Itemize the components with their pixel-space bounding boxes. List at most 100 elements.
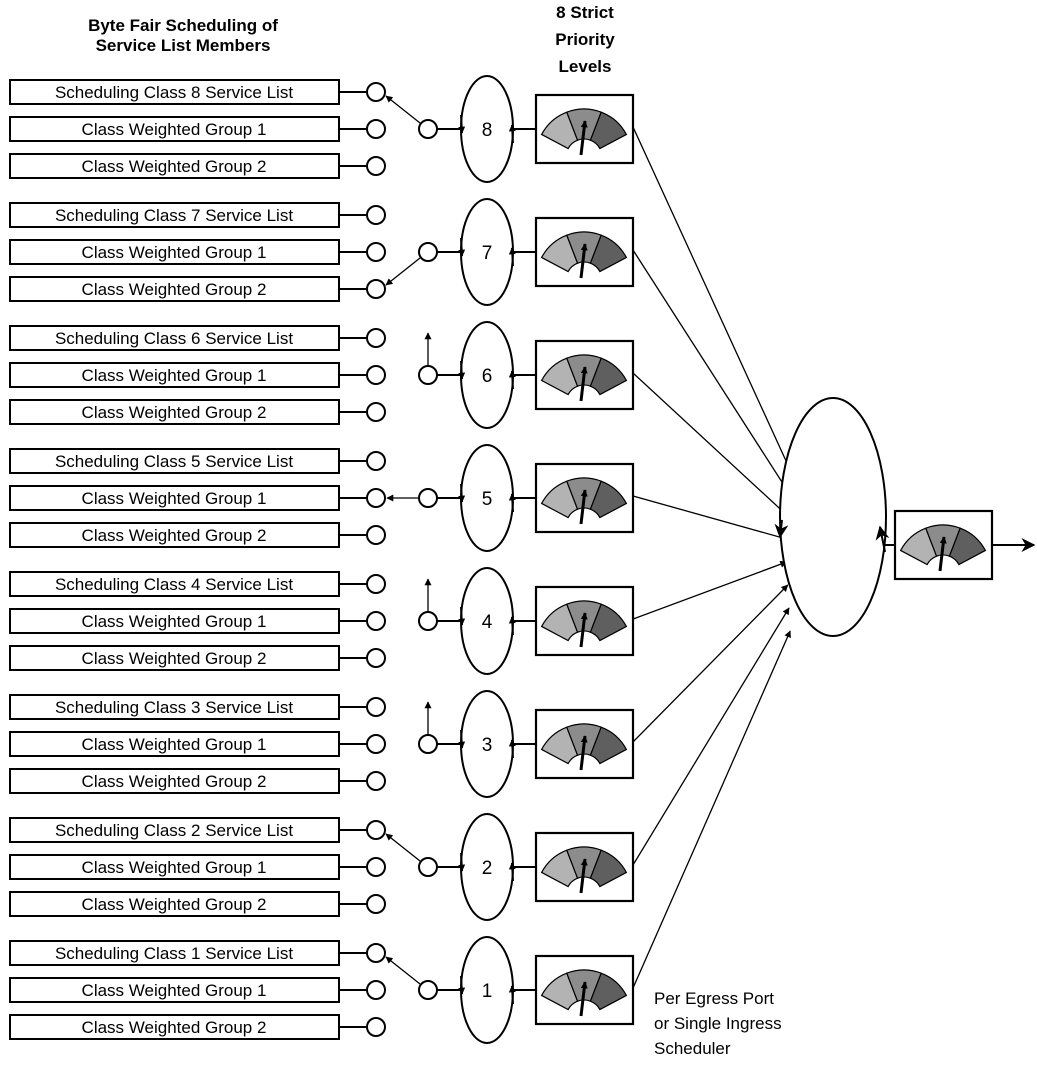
level-5-weighted-group-1-label: Class Weighted Group 1: [82, 489, 267, 508]
level-2-service-list-label: Scheduling Class 2 Service List: [55, 821, 293, 840]
level-2-weighted-group-1-box: [9, 854, 340, 880]
footnote: Per Egress Port or Single Ingress Schedu…: [654, 989, 782, 1058]
level-4-number: 4: [482, 612, 493, 633]
level-8-wheel-arrow-left: [458, 114, 466, 134]
port-wheel-arrow-right: [875, 525, 890, 553]
level-7-wheel-arrow-left: [458, 237, 466, 257]
level-4-weighted-group-2-box: [9, 645, 340, 671]
level-2-service-list-node: [366, 820, 386, 840]
level-6-gauge: [534, 339, 635, 411]
level-3-weighted-group-2-label: Class Weighted Group 2: [82, 772, 267, 791]
level-5-weighted-group-2-node: [366, 525, 386, 545]
level-5-gauge: [534, 462, 635, 534]
level-3-weighted-group-2-node: [366, 771, 386, 791]
level-2-gauge-needle: [579, 858, 588, 894]
level-7-wheel-arrow-right: [508, 247, 516, 267]
level-7-service-list-label: Scheduling Class 7 Service List: [55, 206, 293, 225]
level-1-service-list-box: [9, 940, 340, 966]
level-4-weighted-group-1-label: Class Weighted Group 1: [82, 612, 267, 631]
level-5-wheel-arrow-right: [508, 493, 516, 513]
level-5-service-list-box: [9, 448, 340, 474]
level-4-service-list-label: Scheduling Class 4 Service List: [55, 575, 293, 594]
level-8-weighted-group-2-label: Class Weighted Group 2: [82, 157, 267, 176]
level-4-gauge: [534, 585, 635, 657]
level-8-selector-pointer: [385, 95, 421, 124]
level-2-output-line: [632, 607, 790, 866]
level-4-gauge-needle: [579, 612, 588, 648]
level-4-output-line: [632, 560, 788, 620]
level-8-number: 8: [482, 120, 493, 141]
level-7-number: 7: [482, 243, 493, 264]
level-5-service-list-label: Scheduling Class 5 Service List: [55, 452, 293, 471]
level-3-service-list-label: Scheduling Class 3 Service List: [55, 698, 293, 717]
level-1-output-line: [632, 630, 791, 989]
level-3-weighted-group-1-box: [9, 731, 340, 757]
level-1-gauge-arc-dark: [589, 972, 628, 1011]
level-6-number: 6: [482, 366, 493, 387]
level-7-gauge-needle: [579, 243, 588, 279]
level-2-selector-pointer: [385, 833, 421, 862]
level-5-weighted-group-1-node: [366, 488, 386, 508]
port-gauge: [893, 509, 994, 581]
level-2-weighted-group-2-box: [9, 891, 340, 917]
level-1-number: 1: [482, 981, 493, 1002]
level-2-gauge-arc-dark: [589, 849, 628, 888]
level-8-weighted-group-2-node: [366, 156, 386, 176]
port-gauge-arc-dark: [948, 527, 987, 566]
level-8-output-line: [632, 126, 791, 471]
port-scheduler: [774, 397, 1036, 637]
level-1-service-list-label: Scheduling Class 1 Service List: [55, 944, 293, 963]
level-7-weighted-group-1-label: Class Weighted Group 1: [82, 243, 267, 262]
level-1-weighted-group-1-label: Class Weighted Group 1: [82, 981, 267, 1000]
port-scheduler-wheel: [779, 397, 887, 637]
level-7-service-list-box: [9, 202, 340, 228]
header-right: 8 Strict Priority Levels: [555, 3, 615, 76]
level-1-weighted-group-2-node: [366, 1017, 386, 1037]
level-6-service-list-node: [366, 328, 386, 348]
level-6-gauge-arc-dark: [589, 357, 628, 396]
level-2-selector-node: [418, 857, 438, 877]
level-6-wheel-arrow-left: [458, 360, 466, 380]
level-6-weighted-group-2-box: [9, 399, 340, 425]
level-2-weighted-group-2-label: Class Weighted Group 2: [82, 895, 267, 914]
level-2-number: 2: [482, 858, 493, 879]
level-8-service-list-label: Scheduling Class 8 Service List: [55, 83, 293, 102]
level-8-gauge-needle: [579, 120, 588, 156]
level-8-weighted-group-2-box: [9, 153, 340, 179]
header-left-line-2: Service List Members: [96, 36, 271, 55]
level-5-number: 5: [482, 489, 493, 510]
level-5-weighted-group-2-label: Class Weighted Group 2: [82, 526, 267, 545]
level-4-weighted-group-2-node: [366, 648, 386, 668]
level-3-wheel-arrow-right: [508, 739, 516, 759]
level-6-wheel-arrow-right: [508, 370, 516, 390]
level-6-weighted-group-1-label: Class Weighted Group 1: [82, 366, 267, 385]
level-5-gauge-needle: [579, 489, 588, 525]
level-5-weighted-group-1-box: [9, 485, 340, 511]
level-6-output-line: [632, 372, 789, 517]
level-4-weighted-group-1-node: [366, 611, 386, 631]
level-2-wheel-arrow-left: [458, 852, 466, 872]
level-7-service-list-node: [366, 205, 386, 225]
port-wheel-arrow-left: [774, 519, 789, 539]
level-7-gauge-arc-dark: [589, 234, 628, 273]
level-1-selector-pointer: [385, 956, 421, 985]
level-6-weighted-group-1-node: [366, 365, 386, 385]
level-5-gauge-arc-dark: [589, 480, 628, 519]
level-6-service-list-label: Scheduling Class 6 Service List: [55, 329, 293, 348]
level-7-selector-node: [418, 242, 438, 262]
level-8-gauge-arc-dark: [589, 111, 628, 150]
level-3-service-list-box: [9, 694, 340, 720]
level-6-weighted-group-1-box: [9, 362, 340, 388]
level-1-weighted-group-1-node: [366, 980, 386, 1000]
level-6-gauge-needle: [579, 366, 588, 402]
level-2-wheel-arrow-right: [508, 862, 516, 882]
level-4-service-list-node: [366, 574, 386, 594]
level-5-wheel-arrow-left: [458, 483, 466, 503]
level-3-weighted-group-2-box: [9, 768, 340, 794]
level-8-service-list-node: [366, 82, 386, 102]
port-gauge-needle: [938, 536, 947, 572]
